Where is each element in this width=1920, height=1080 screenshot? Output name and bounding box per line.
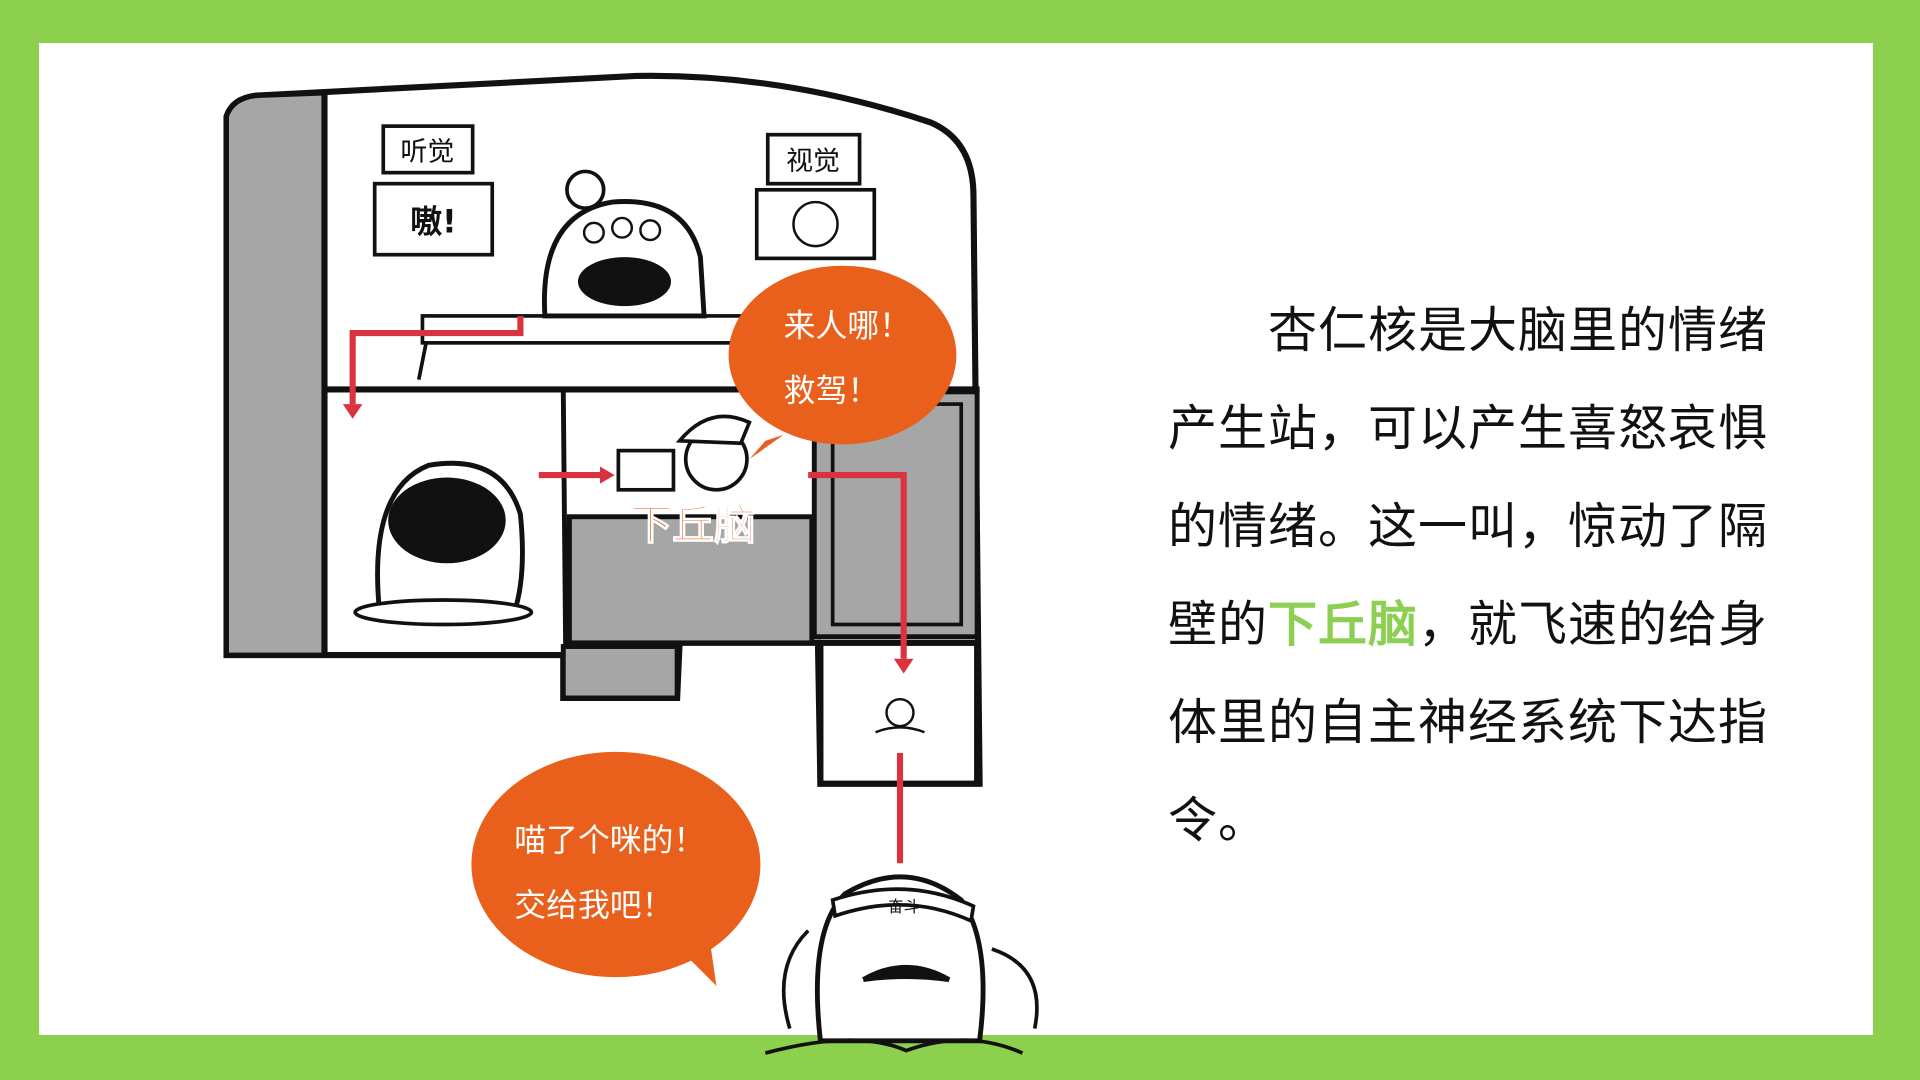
hypothalamus-label: 下丘脑 bbox=[631, 500, 756, 549]
svg-text:喵了个咪的！: 喵了个咪的！ bbox=[514, 821, 705, 859]
shark-monster bbox=[353, 460, 534, 627]
hearing-sign: 听觉 嗷! bbox=[372, 124, 495, 257]
octopus-commander: 奋斗 bbox=[764, 874, 1039, 1055]
left-gray-wall bbox=[224, 90, 327, 658]
arrow-to-shark bbox=[349, 315, 524, 405]
tiger-face-icon bbox=[792, 200, 839, 248]
vision-sign: 视觉 bbox=[754, 132, 877, 261]
small-octopus bbox=[875, 697, 925, 734]
bottom-gray-block bbox=[560, 644, 680, 701]
paragraph-line: 体里的自主神经系统下达指 bbox=[1168, 694, 1769, 751]
paragraph-line: 产生站，可以产生喜怒哀惧 bbox=[1168, 400, 1769, 457]
svg-text:交给我吧！: 交给我吧！ bbox=[514, 886, 673, 924]
svg-text:视觉: 视觉 bbox=[786, 146, 840, 177]
middle-gray-block bbox=[566, 514, 815, 646]
text-segment: ，就飞速的给身 bbox=[1418, 596, 1769, 653]
text-segment: 壁的 bbox=[1168, 596, 1269, 653]
paragraph-line: 的情绪。这一叫，惊动了隔 bbox=[1168, 498, 1769, 555]
paragraph-line: 令。 bbox=[1168, 792, 1269, 849]
signal-arrows bbox=[349, 315, 907, 864]
svg-text:嗷!: 嗷! bbox=[410, 203, 456, 241]
svg-text:救驾！: 救驾！ bbox=[784, 372, 880, 410]
arrow-to-lower-room bbox=[808, 472, 907, 659]
paragraph-line: 杏仁核是大脑里的情绪 bbox=[1268, 302, 1769, 359]
svg-text:奋斗: 奋斗 bbox=[888, 897, 920, 916]
hypothalamus-officer bbox=[616, 414, 752, 492]
paragraph-line: 壁的下丘脑，就飞速的给身 bbox=[1168, 576, 1788, 674]
svg-text:来人哪！: 来人哪！ bbox=[784, 307, 911, 345]
highlighted-term: 下丘脑 bbox=[1268, 596, 1419, 653]
amygdala-monster bbox=[541, 169, 707, 319]
explanation-paragraph: 杏仁核是大脑里的情绪 产生站，可以产生喜怒哀惧 的情绪。这一叫，惊动了隔 壁的下… bbox=[1168, 282, 1788, 870]
keyboard-desk bbox=[420, 314, 749, 345]
speech-bubble-top: 来人哪！ 救驾！ bbox=[728, 265, 957, 460]
svg-text:听觉: 听觉 bbox=[400, 136, 454, 167]
speech-bubble-bottom: 喵了个咪的！ 交给我吧！ bbox=[471, 751, 761, 986]
